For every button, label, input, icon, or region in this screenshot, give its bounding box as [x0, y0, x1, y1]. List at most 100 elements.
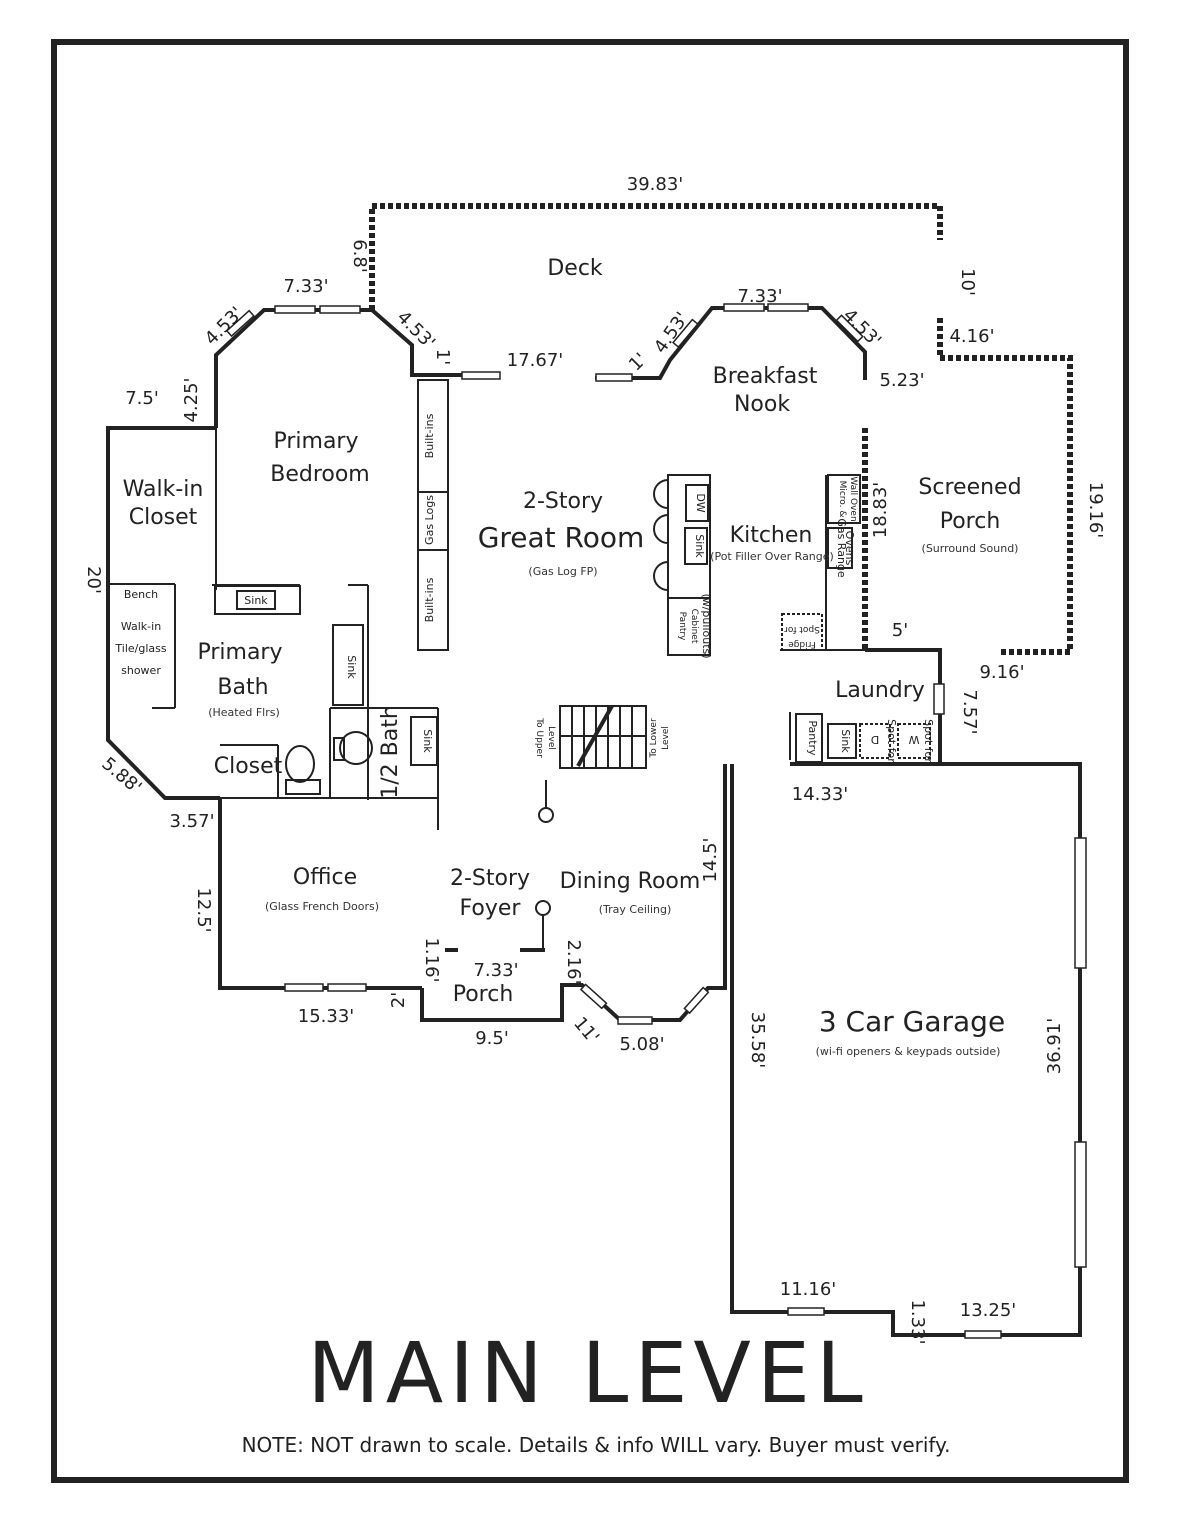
- primary-bath-label-1: Primary: [197, 640, 282, 665]
- dim-14-33: 14.33': [792, 784, 848, 805]
- page-title: MAIN LEVEL: [307, 1324, 868, 1422]
- primary-bedroom-label-1: Primary: [273, 429, 358, 454]
- laundry-fixtures: [795, 713, 931, 763]
- to-upper-level-label-1: To Upper: [534, 717, 544, 758]
- to-upper-level-label-2: Level: [546, 726, 556, 750]
- laundry-pantry-label: Pantry: [806, 720, 819, 756]
- micro-oven-label-1: Micro. &: [837, 481, 847, 518]
- kitchen-sub: (Pot Filler Over Range): [710, 550, 834, 563]
- laundry-label: Laundry: [835, 678, 925, 703]
- screened-porch-sub: (Surround Sound): [922, 542, 1019, 555]
- garage-label: 3 Car Garage: [819, 1005, 1005, 1038]
- gas-range-label-1: Gas Range: [835, 518, 848, 578]
- washer-spot-label: Spot for: [922, 719, 935, 763]
- foyer-label-1: 2-Story: [450, 866, 530, 891]
- bath-sink-label: Sink: [244, 594, 268, 607]
- dim-1-bedroom: 1': [432, 349, 453, 365]
- primary-bath-label-2: Bath: [217, 675, 268, 700]
- primary-bedroom-label-2: Bedroom: [270, 462, 370, 487]
- porch-label: Porch: [453, 982, 514, 1007]
- shower-label-1: Walk-in: [121, 620, 161, 633]
- gas-range-label-2: Ovens: [843, 531, 856, 566]
- primary-bath-sub: (Heated Flrs): [208, 706, 280, 719]
- dim-7-57: 7.57': [959, 689, 980, 734]
- screened-porch-label-1: Screened: [918, 475, 1021, 500]
- dim-4-25: 4.25': [181, 377, 202, 422]
- to-lower-level-label-2: Level: [661, 726, 671, 750]
- dim-9-5: 9.5': [475, 1028, 509, 1049]
- shower-label-2: Tile/glass: [114, 642, 166, 655]
- walkin-closet-label-2: Closet: [129, 505, 198, 530]
- dining-room-sub: (Tray Ceiling): [599, 903, 672, 916]
- dim-6-8: 6.8': [349, 239, 370, 273]
- great-room-sub: (Gas Log FP): [528, 565, 597, 578]
- micro-oven-label-2: Wall Oven: [848, 476, 858, 521]
- office-sub: (Glass French Doors): [265, 900, 379, 913]
- dim-9-16: 9.16': [979, 662, 1024, 683]
- dryer-spot-label: Spot for: [885, 719, 898, 763]
- dim-7-33-bedroom: 7.33': [283, 276, 328, 297]
- dim-1-33: 1.33': [907, 1299, 928, 1344]
- dim-39-83: 39.83': [627, 174, 683, 195]
- dim-7-5: 7.5': [125, 388, 159, 409]
- great-room-label-2: Great Room: [478, 521, 645, 554]
- dim-18-83: 18.83': [870, 482, 891, 538]
- fridge-label-2: Fridge: [788, 639, 816, 649]
- dim-2: 2': [388, 992, 409, 1008]
- deck-railing: [369, 203, 1073, 655]
- island-sink-label: Sink: [693, 534, 706, 558]
- dim-5-88: 5.88': [98, 753, 146, 798]
- dishwasher-label: DW: [694, 493, 707, 512]
- great-room-label-1: 2-Story: [523, 489, 603, 514]
- vanity-sink-label: Sink: [345, 655, 358, 679]
- dining-room-label: Dining Room: [560, 869, 701, 894]
- breakfast-nook-label-2: Nook: [734, 392, 790, 417]
- dim-7-33-porch: 7.33': [473, 960, 518, 981]
- half-bath-label: 1/2 Bath: [378, 705, 403, 799]
- dim-19-16: 19.16': [1085, 482, 1106, 538]
- built-ins: [417, 379, 449, 651]
- bench-label: Bench: [124, 588, 158, 601]
- exterior-walls: [106, 306, 1082, 1337]
- builtins-label-1: Built-ins: [423, 413, 436, 458]
- dim-13-25: 13.25': [960, 1300, 1016, 1321]
- stairs: [535, 705, 647, 950]
- dim-3-57: 3.57': [169, 811, 214, 832]
- dim-15-33: 15.33': [298, 1006, 354, 1027]
- pantry-cabinet-label-2: Cabinet: [689, 609, 699, 644]
- office-label: Office: [293, 865, 357, 890]
- to-lower-level-label-1: To Lower: [649, 718, 659, 759]
- dim-4-53-bedroom-right: 4.53': [393, 307, 440, 354]
- breakfast-nook-label-1: Breakfast: [713, 364, 818, 389]
- dim-7-33-nook: 7.33': [737, 286, 782, 307]
- dim-1-nook: 1': [625, 349, 651, 375]
- dim-2-16: 2.16': [563, 939, 584, 984]
- dim-4-16: 4.16': [949, 326, 994, 347]
- page-border: [51, 39, 1129, 1483]
- foyer-label-2: Foyer: [460, 896, 522, 921]
- dim-5-08: 5.08': [619, 1034, 664, 1055]
- dim-20: 20': [83, 566, 104, 594]
- dim-5-23: 5.23': [879, 370, 924, 391]
- washer-label: W: [908, 733, 919, 746]
- pantry-cabinet-label-1: Pantry: [677, 612, 687, 641]
- kitchen-label: Kitchen: [730, 523, 813, 548]
- dim-14-5: 14.5': [700, 837, 721, 882]
- windows: [225, 303, 1087, 1339]
- dim-11-16: 11.16': [780, 1279, 836, 1300]
- screened-porch-label-2: Porch: [940, 509, 1001, 534]
- shower-label-3: shower: [121, 664, 161, 677]
- builtins-label-2: Built-ins: [423, 577, 436, 622]
- kitchen-island: [653, 474, 711, 656]
- pantry-cabinet-label-3: (w/pullouts): [700, 593, 713, 658]
- dim-1-16: 1.16': [421, 937, 442, 982]
- dim-12-5: 12.5': [193, 887, 214, 932]
- fridge-label-1: Spot for: [784, 624, 820, 634]
- walkin-closet-label-1: Walk-in: [123, 477, 204, 502]
- garage-sub: (wi-fi openers & keypads outside): [816, 1045, 1001, 1058]
- half-bath-sink-label: Sink: [421, 729, 434, 753]
- kitchen-appliances: [781, 474, 861, 651]
- dim-36-91: 36.91': [1044, 1018, 1065, 1074]
- gas-logs-label: Gas Logs: [423, 495, 436, 545]
